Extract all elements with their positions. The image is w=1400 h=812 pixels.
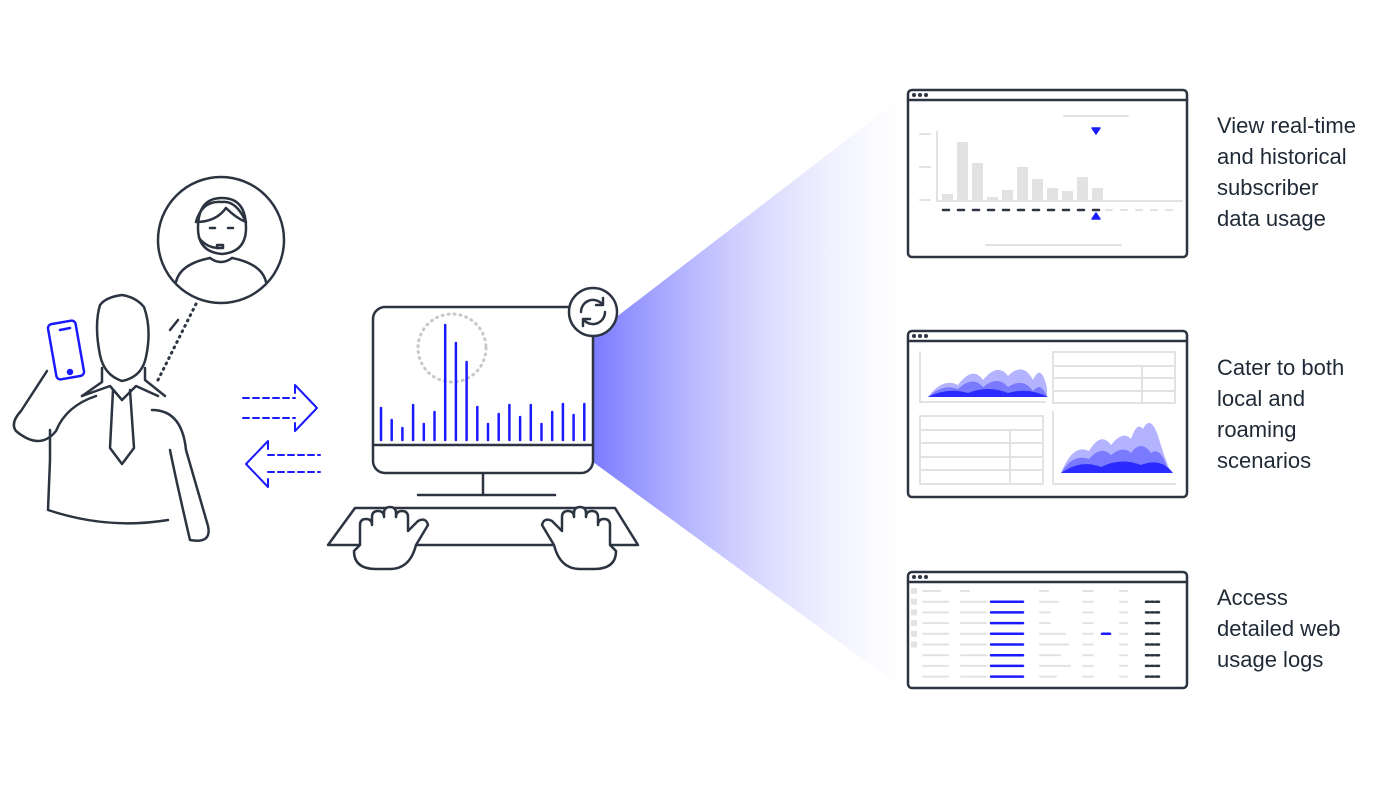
caption-line: data usage	[1217, 206, 1326, 231]
panel-bar	[1092, 188, 1103, 200]
dotted-highlight-circle	[416, 312, 488, 384]
panel-bar	[942, 194, 953, 200]
panel-bar	[957, 142, 968, 200]
monitor-icon	[371, 305, 595, 497]
panel-bar	[987, 197, 998, 200]
monitor-bar-chart	[379, 323, 586, 442]
panel-usage-chart	[906, 88, 1189, 259]
panel-web-logs	[906, 570, 1189, 690]
projection-beam	[593, 95, 905, 690]
connector-dotted-line	[156, 302, 198, 382]
caption-line: roaming	[1217, 417, 1297, 442]
caption-line: detailed web	[1217, 616, 1341, 641]
caption-line: and historical	[1217, 144, 1347, 169]
log-checkbox	[911, 588, 917, 594]
log-checkbox	[911, 630, 917, 637]
request-arrow-icon	[242, 384, 318, 432]
sync-icon[interactable]	[567, 286, 619, 338]
caption-line: View real-time	[1217, 113, 1356, 138]
caption-web-usage-logs: Access detailed web usage logs	[1217, 582, 1397, 675]
log-checkbox	[911, 598, 917, 605]
caption-local-roaming: Cater to both local and roaming scenarios	[1217, 352, 1397, 476]
panel-bar	[1047, 188, 1058, 200]
keyboard-icon	[326, 506, 640, 547]
log-checkbox	[911, 609, 917, 616]
caption-line: Cater to both	[1217, 355, 1345, 380]
log-checkbox	[911, 641, 917, 648]
panel-bar	[972, 163, 983, 200]
caption-line: subscriber	[1217, 175, 1319, 200]
panel-bar	[1062, 191, 1073, 200]
panel-dashboard	[906, 329, 1189, 499]
caller-person-icon	[12, 293, 210, 542]
panel-bar	[1032, 179, 1043, 200]
hands-icon	[352, 505, 618, 571]
panel-bar	[1017, 167, 1028, 200]
panel-bar	[1077, 177, 1088, 200]
caption-line: Access	[1217, 585, 1288, 610]
phone-icon	[46, 319, 86, 381]
panel-bar	[1002, 190, 1013, 200]
caption-line: scenarios	[1217, 448, 1312, 473]
log-checkbox	[911, 620, 917, 627]
caption-line: local and	[1217, 386, 1306, 411]
caption-line: usage logs	[1217, 647, 1324, 672]
support-agent-icon	[156, 175, 286, 305]
response-arrow-icon	[245, 440, 321, 488]
caption-real-time-usage: View real-time and historical subscriber da…	[1217, 110, 1397, 234]
